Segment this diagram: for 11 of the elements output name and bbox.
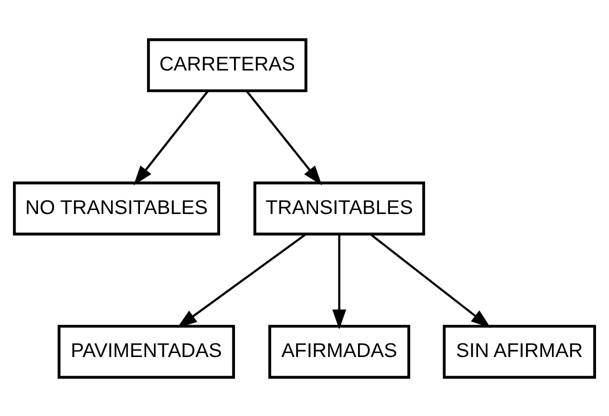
arrow [134, 90, 209, 185]
arrow [246, 90, 322, 185]
node-box: AFIRMADAS [268, 324, 410, 378]
node-box: PAVIMENTADAS [58, 324, 235, 378]
node-box: SIN AFIRMAR [442, 324, 596, 378]
node-box: CARRETERAS [147, 38, 308, 92]
arrow [370, 232, 491, 328]
node-box: NO TRANSITABLES [12, 181, 220, 235]
arrow [332, 234, 346, 329]
node-box: TRANSITABLES [253, 181, 426, 235]
arrow [177, 232, 307, 328]
